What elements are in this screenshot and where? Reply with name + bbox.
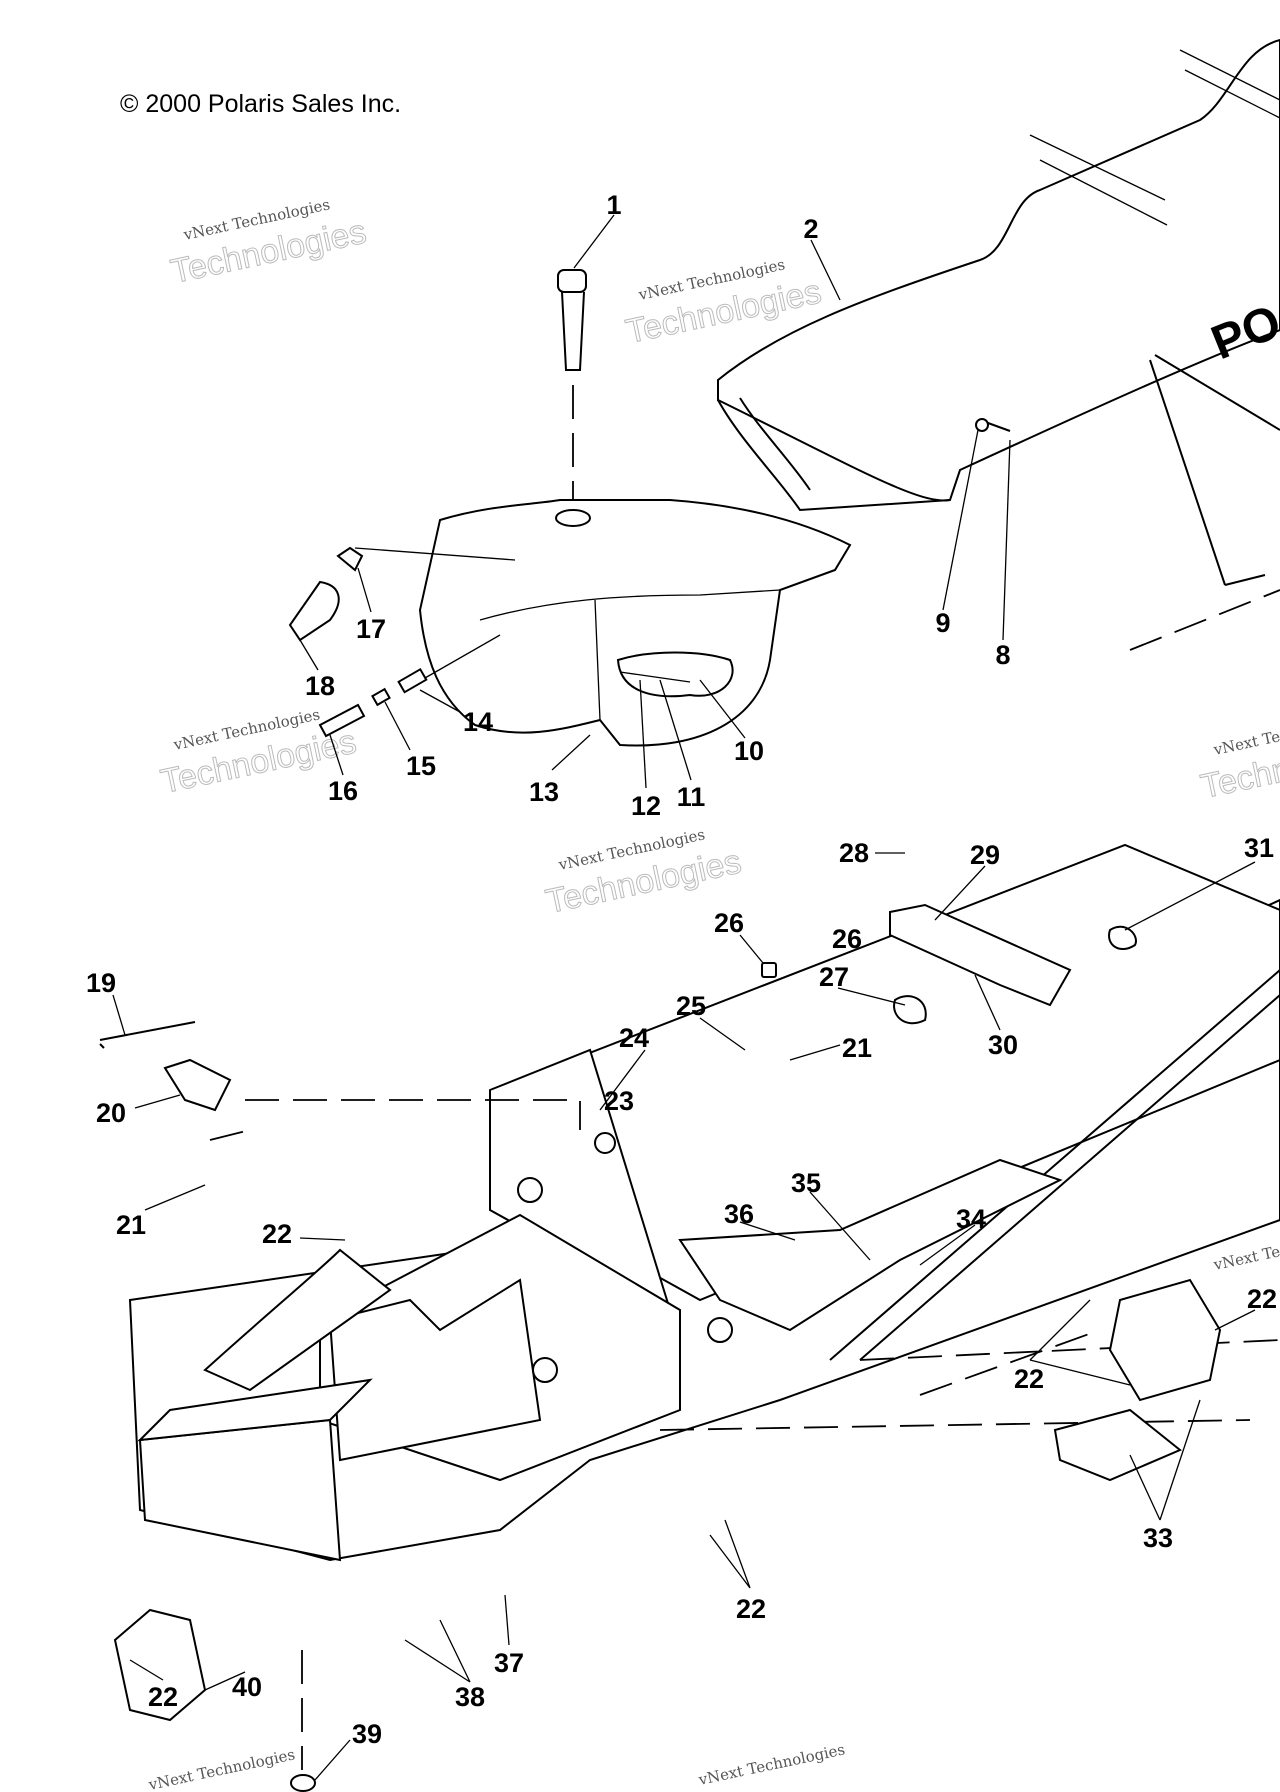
svg-text:vNext Te: vNext Te <box>1211 1242 1280 1274</box>
callout-28: 28 <box>839 838 869 868</box>
callout-21: 21 <box>842 1033 872 1063</box>
callout-40: 40 <box>232 1672 262 1702</box>
callout-numbers: 1 2 8 9 10 11 12 13 14 15 16 17 18 19 20… <box>86 190 1277 1749</box>
callout-39: 39 <box>352 1719 382 1749</box>
callout-33: 33 <box>1143 1523 1173 1553</box>
callout-31: 31 <box>1244 833 1274 863</box>
seat-drawing: PO <box>717 38 1280 651</box>
callout-20: 20 <box>96 1098 126 1128</box>
callout-22: 22 <box>1014 1364 1044 1394</box>
callout-36: 36 <box>724 1199 754 1229</box>
callout-24: 24 <box>619 1023 649 1053</box>
callout-22: 22 <box>148 1682 178 1712</box>
callout-29: 29 <box>970 840 1000 870</box>
chassis-drawing <box>99 843 1280 1792</box>
callout-23: 23 <box>604 1086 634 1116</box>
callout-1: 1 <box>606 190 621 220</box>
callout-22: 22 <box>1247 1284 1277 1314</box>
callout-11: 11 <box>677 782 706 812</box>
copyright-text: © 2000 Polaris Sales Inc. <box>120 90 401 118</box>
callout-16: 16 <box>328 776 358 806</box>
callout-15: 15 <box>406 751 436 781</box>
callout-38: 38 <box>455 1682 485 1712</box>
leader-lines <box>112 214 1256 1781</box>
callout-26: 26 <box>832 924 862 954</box>
callout-17: 17 <box>356 614 386 644</box>
callout-35: 35 <box>791 1168 821 1198</box>
callout-12: 12 <box>631 791 661 821</box>
callout-8: 8 <box>995 640 1010 670</box>
callout-2: 2 <box>803 214 818 244</box>
svg-text:vNext Technologies: vNext Technologies <box>146 1745 296 1792</box>
callout-9: 9 <box>935 608 950 638</box>
callout-22: 22 <box>736 1594 766 1624</box>
callout-19: 19 <box>86 968 116 998</box>
callout-22: 22 <box>262 1219 292 1249</box>
callout-30: 30 <box>988 1030 1018 1060</box>
callout-26: 26 <box>714 908 744 938</box>
callout-18: 18 <box>305 671 335 701</box>
oil-tank-drawing <box>288 269 852 747</box>
callout-34: 34 <box>956 1204 986 1234</box>
callout-37: 37 <box>494 1648 524 1678</box>
callout-21: 21 <box>116 1210 146 1240</box>
callout-27: 27 <box>819 962 849 992</box>
svg-text:Techn: Techn <box>1198 750 1280 806</box>
callout-10: 10 <box>734 736 764 766</box>
callout-14: 14 <box>463 707 493 737</box>
callout-13: 13 <box>529 777 559 807</box>
callout-25: 25 <box>676 991 706 1021</box>
svg-text:vNext Technologies: vNext Technologies <box>696 1740 846 1789</box>
